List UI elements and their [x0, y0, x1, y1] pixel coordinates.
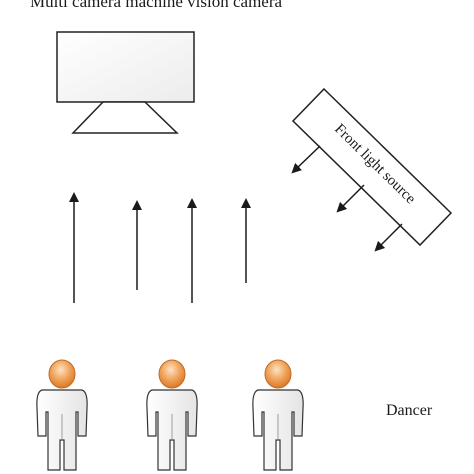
dancer-head — [264, 359, 292, 389]
upward-arrows — [69, 192, 251, 303]
light-arrow — [336, 184, 365, 213]
dancer-figure — [252, 359, 304, 471]
monitor-stand — [71, 101, 179, 134]
light-source-box — [291, 87, 453, 247]
front-light-source: Front light source — [291, 87, 453, 247]
light-arrows — [291, 145, 403, 252]
dancer-figure — [146, 359, 198, 471]
dancer-figure — [36, 359, 88, 471]
dancer-head — [158, 359, 186, 389]
light-arrow — [374, 223, 403, 252]
diagram-title: Multi camera machine vision camera — [30, 0, 283, 11]
dancer-label: Dancer — [386, 402, 433, 419]
light-arrow — [291, 145, 321, 174]
monitor-screen — [56, 31, 195, 103]
dancer-head — [48, 359, 76, 389]
camera-monitor — [56, 31, 195, 134]
